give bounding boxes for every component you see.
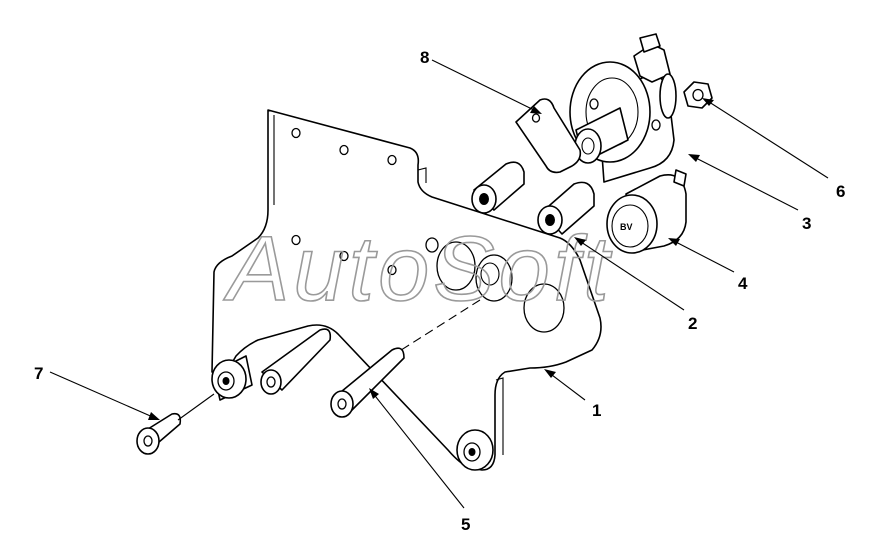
rotary-switch: BV [606,169,687,254]
callout-3: 3 [802,214,811,233]
valve-assembly [515,33,677,183]
callout-labels: 1 2 3 4 5 6 7 8 [34,48,845,534]
callout-7: 7 [34,364,43,383]
callout-8: 8 [420,48,429,67]
bolt-lower-left [136,393,215,455]
knob-label: BV [620,222,633,232]
bushing-lower-right [456,429,494,471]
watermark-text: AutoSoft [223,218,613,320]
bolt-middle [330,347,405,418]
spacer-tube-upper [471,161,525,214]
bolt-upper-left [260,328,332,395]
bracket-plate [211,109,602,471]
callout-6: 6 [836,182,845,201]
spacer-tube-lower [537,181,595,235]
callout-2: 2 [688,314,697,333]
callout-4: 4 [738,274,748,293]
callout-leaders [49,59,829,509]
callout-1: 1 [592,401,601,420]
bushing-left [211,355,253,401]
hex-nut [683,81,713,109]
callout-5: 5 [461,515,470,534]
